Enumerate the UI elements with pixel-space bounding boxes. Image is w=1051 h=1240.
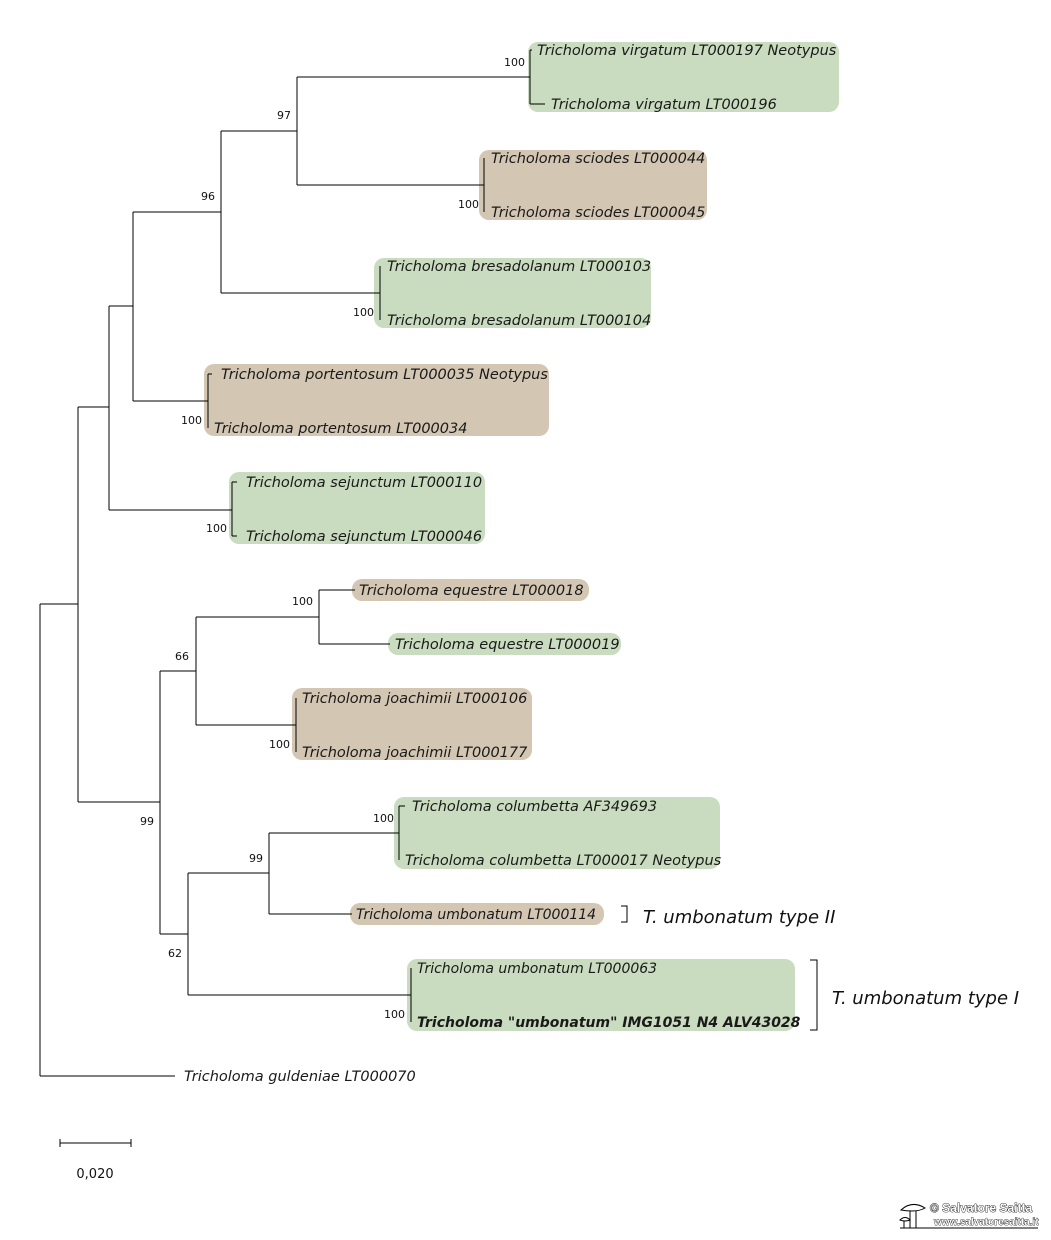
tip-label: Tricholoma equestre LT000019 bbox=[395, 637, 620, 653]
tip-label: Tricholoma columbetta LT000017 Neotypus bbox=[405, 853, 722, 869]
clade-annotation-type-i: T. umbonatum type I bbox=[810, 959, 1019, 1031]
watermark-url: www.salvatoresaitta.it bbox=[933, 1217, 1039, 1228]
bootstrap-value: 100 bbox=[373, 812, 394, 825]
clade-bracket-type-ii bbox=[621, 905, 628, 923]
bootstrap-value: 100 bbox=[269, 738, 290, 751]
tip-label: Tricholoma portentosum LT000035 Neotypus bbox=[221, 367, 548, 383]
branch bbox=[318, 589, 390, 645]
branch bbox=[39, 603, 175, 1077]
branch bbox=[108, 305, 232, 511]
tip-label: Tricholoma joachimii LT000177 bbox=[302, 745, 528, 761]
bootstrap-value: 100 bbox=[181, 414, 202, 427]
tip-label: Tricholoma sciodes LT000044 bbox=[491, 151, 705, 167]
tip-label: Tricholoma sejunctum LT000110 bbox=[246, 475, 482, 491]
clade-highlight-g4 bbox=[204, 364, 549, 436]
bootstrap-value: 100 bbox=[384, 1008, 405, 1021]
branch bbox=[268, 832, 399, 915]
tip-label: Tricholoma sciodes LT000045 bbox=[491, 205, 705, 221]
clade-highlight-g1 bbox=[528, 42, 839, 112]
tip-label: Tricholoma guldeniae LT000070 bbox=[184, 1069, 416, 1085]
branch bbox=[207, 373, 212, 428]
clade-highlight-g6 bbox=[352, 579, 589, 601]
clade-bracket-type-i bbox=[810, 959, 818, 1031]
tip-labels: Tricholoma virgatum LT000197 NeotypusTri… bbox=[184, 43, 837, 1085]
tip-label: Tricholoma joachimii LT000106 bbox=[302, 691, 527, 707]
bootstrap-value: 100 bbox=[292, 595, 313, 608]
watermark-copyright: © Salvatore Saitta bbox=[930, 1201, 1033, 1215]
tip-label: Tricholoma bresadolanum LT000104 bbox=[387, 313, 651, 329]
tip-label: Tricholoma "umbonatum" IMG1051 N4 ALV430… bbox=[417, 1015, 801, 1031]
clade-highlight-g2 bbox=[479, 150, 707, 220]
tree-branches bbox=[39, 49, 545, 1077]
bootstrap-value: 62 bbox=[168, 947, 182, 960]
clade-highlight-g11 bbox=[407, 959, 795, 1031]
bootstrap-value: 100 bbox=[206, 522, 227, 535]
bootstrap-value: 100 bbox=[353, 306, 374, 319]
tip-label: Tricholoma portentosum LT000034 bbox=[214, 421, 467, 437]
bootstrap-value: 100 bbox=[504, 56, 525, 69]
bootstrap-values: 100 97 100 96 100 100 100 100 66 100 100 99 99 62 100 bbox=[140, 56, 525, 1021]
clade-highlight-g7 bbox=[388, 633, 621, 655]
clade-annotation-type-ii: T. umbonatum type II bbox=[621, 905, 835, 928]
clade-highlight-g5 bbox=[229, 472, 485, 544]
clade-highlight-g10 bbox=[350, 903, 604, 925]
tip-label: Tricholoma umbonatum LT000063 bbox=[417, 961, 657, 977]
scale-bar-label: 0,020 bbox=[76, 1167, 113, 1182]
branch bbox=[231, 481, 237, 537]
clade-highlight-g3 bbox=[374, 258, 651, 328]
bootstrap-value: 96 bbox=[201, 190, 215, 203]
bootstrap-value: 100 bbox=[458, 198, 479, 211]
tip-label: Tricholoma columbetta AF349693 bbox=[412, 799, 657, 815]
clade-highlights bbox=[204, 42, 839, 1031]
watermark: © Salvatore Saitta www.salvatoresaitta.i… bbox=[899, 1201, 1040, 1229]
clade-highlight-g9 bbox=[394, 797, 720, 869]
scale-bar-line bbox=[59, 1139, 132, 1147]
bootstrap-value: 97 bbox=[277, 109, 291, 122]
bootstrap-value: 66 bbox=[175, 650, 189, 663]
clade-label-type-i: T. umbonatum type I bbox=[832, 988, 1019, 1009]
tip-label: Tricholoma equestre LT000018 bbox=[359, 583, 584, 599]
bootstrap-value: 99 bbox=[249, 852, 263, 865]
branch bbox=[187, 872, 411, 996]
tip-label: Tricholoma virgatum LT000197 Neotypus bbox=[537, 43, 837, 59]
branch bbox=[77, 406, 160, 803]
branch bbox=[159, 670, 196, 935]
branch bbox=[220, 130, 380, 294]
mushroom-logo-icon bbox=[899, 1204, 1038, 1229]
tip-label: Tricholoma umbonatum LT000114 bbox=[356, 907, 596, 923]
tip-label: Tricholoma virgatum LT000196 bbox=[551, 97, 777, 113]
scale-bar: 0,020 bbox=[59, 1139, 132, 1182]
tip-label: Tricholoma bresadolanum LT000103 bbox=[387, 259, 651, 275]
clade-label-type-ii: T. umbonatum type II bbox=[643, 907, 835, 928]
bootstrap-value: 99 bbox=[140, 815, 154, 828]
tip-label: Tricholoma sejunctum LT000046 bbox=[246, 529, 482, 545]
clade-highlight-g8 bbox=[292, 688, 532, 760]
